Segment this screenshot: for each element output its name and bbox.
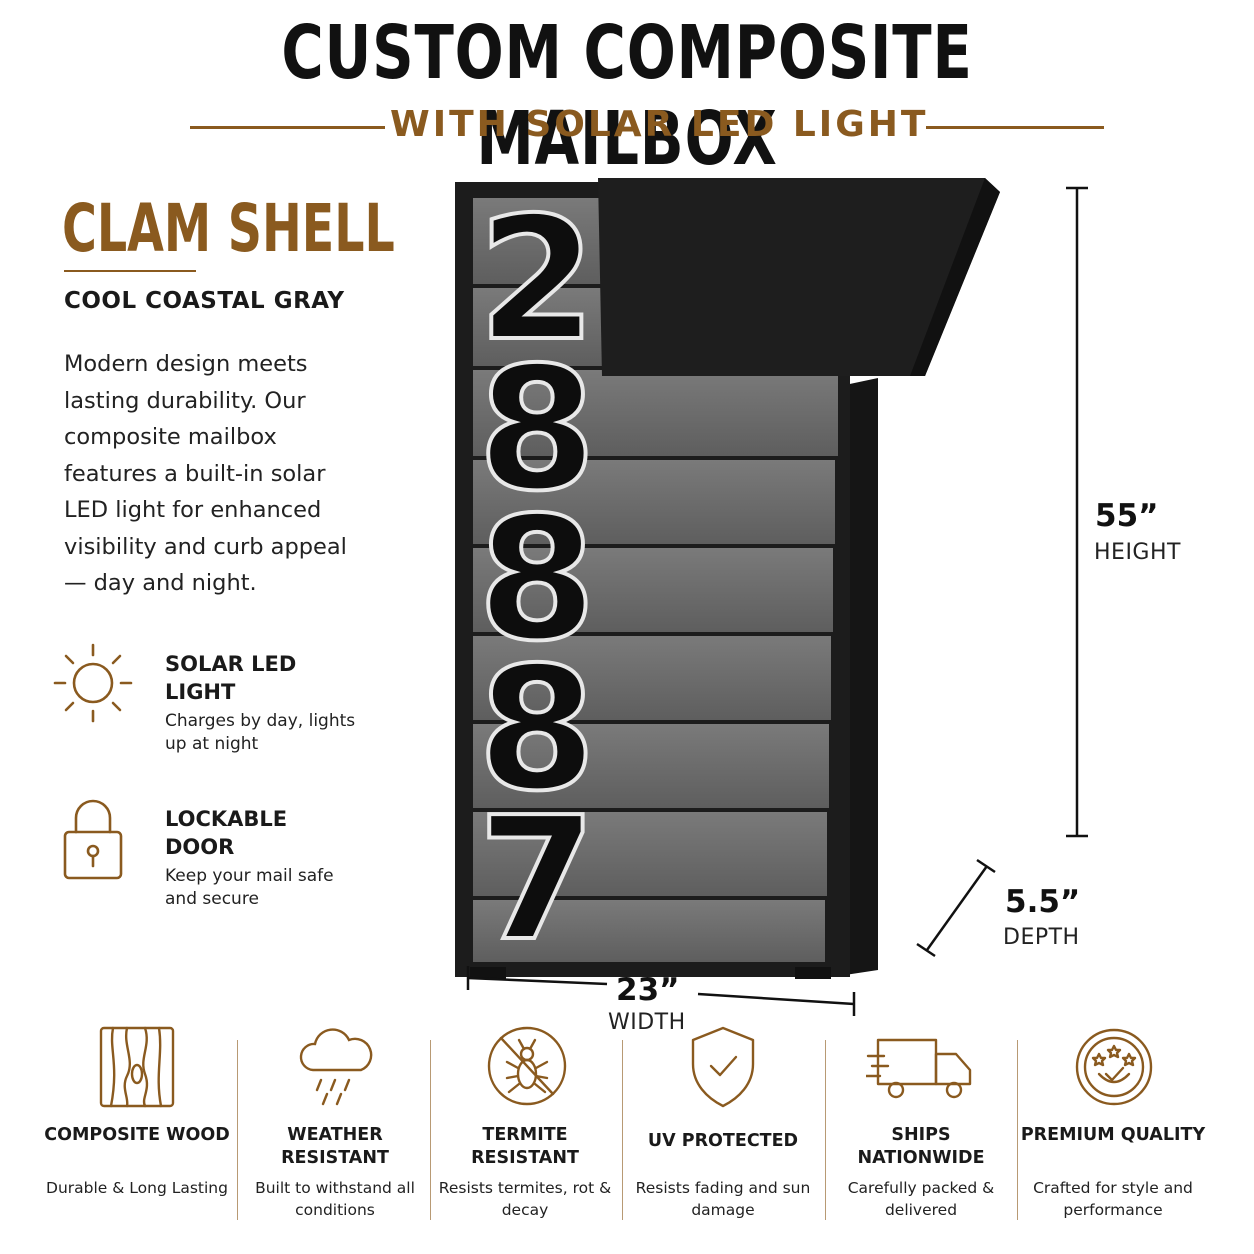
mailbox-illustration: 2 8 8 8 7 [455,178,1000,981]
badge-title: PREMIUM QUALITY [1020,1125,1206,1145]
feature-lock-title: LOCKABLE DOOR [165,807,288,859]
depth-dimension-line [916,858,996,958]
badge-termite-resistant: TERMITE RESISTANT Resists termites, rot … [430,1020,620,1240]
page-title: CUSTOM COMPOSITE MAILBOX [281,10,973,182]
product-description: Modern design meets lasting durability. … [64,351,347,596]
badge-uv-protected: UV PROTECTED Resists fading and sun dama… [628,1020,818,1240]
badge-divider [1017,1040,1018,1220]
feature-solar-subtitle: Charges by day, lights up at night [165,711,356,754]
color-name: COOL COASTAL GRAY [64,288,345,314]
width-label: WIDTH [608,1010,686,1035]
wood-grain-icon [99,1026,175,1108]
height-label: HEIGHT [1094,540,1181,565]
badge-subtitle: Crafted for style and performance [1033,1179,1193,1219]
model-name: CLAM SHELL [62,190,395,267]
badge-subtitle: Built to withstand all conditions [255,1179,415,1219]
depth-value: 5.5” [1005,884,1081,920]
height-dimension-line [1066,186,1088,838]
mailbox-top-box [598,178,1000,376]
shield-check-icon [691,1026,755,1108]
feature-solar-title: SOLAR LED LIGHT [165,652,297,704]
badge-divider [237,1040,238,1220]
badge-title: TERMITE RESISTANT [471,1125,579,1168]
house-number-digit: 2 [478,181,596,379]
height-value: 55” [1095,498,1159,534]
subtitle-row: WITH SOLAR LED LIGHT [190,104,1104,154]
no-termite-icon [487,1026,567,1106]
quality-seal-icon [1075,1028,1153,1106]
badges-row: COMPOSITE WOOD Durable & Long Lasting WE… [40,1020,1214,1240]
badge-subtitle: Durable & Long Lasting [46,1179,228,1197]
badge-subtitle: Resists termites, rot & decay [438,1179,612,1219]
feature-lock-subtitle: Keep your mail safe and secure [165,866,334,909]
subtitle-rule-left [190,126,385,129]
padlock-icon [63,799,123,880]
badge-title: COMPOSITE WOOD [44,1125,230,1145]
badge-weather-resistant: WEATHER RESISTANT Built to withstand all… [240,1020,430,1240]
delivery-truck-icon [866,1038,972,1099]
depth-label: DEPTH [1003,925,1080,950]
width-value: 23” [616,972,680,1008]
sun-icon [53,643,133,723]
house-number-digit: 8 [478,631,596,829]
badge-subtitle: Resists fading and sun damage [635,1179,811,1219]
subtitle-rule-right [926,126,1104,129]
badge-subtitle: Carefully packed & delivered [847,1179,995,1219]
badge-premium-quality: PREMIUM QUALITY Crafted for style and pe… [1018,1020,1208,1240]
house-number-digit: 8 [478,331,596,529]
badge-ships-nationwide: SHIPS NATIONWIDE Carefully packed & deli… [826,1020,1016,1240]
rain-cloud-icon [299,1028,373,1106]
mailbox-side-panel [845,378,878,975]
badge-divider [430,1040,431,1220]
house-number-digit: 7 [478,781,596,979]
badge-composite-wood: COMPOSITE WOOD Durable & Long Lasting [42,1020,232,1240]
mailbox-boards [473,198,838,962]
page-subtitle: WITH SOLAR LED LIGHT [390,104,929,145]
badge-divider [825,1040,826,1220]
badge-title: SHIPS NATIONWIDE [857,1125,985,1168]
width-dimension-line [466,966,856,1016]
badge-title: UV PROTECTED [647,1131,799,1151]
model-underline [64,270,196,272]
badge-divider [622,1040,623,1220]
badge-title: WEATHER RESISTANT [281,1125,389,1168]
house-number-digit: 8 [478,481,596,679]
house-numbers: 2 8 8 8 7 [476,179,598,981]
